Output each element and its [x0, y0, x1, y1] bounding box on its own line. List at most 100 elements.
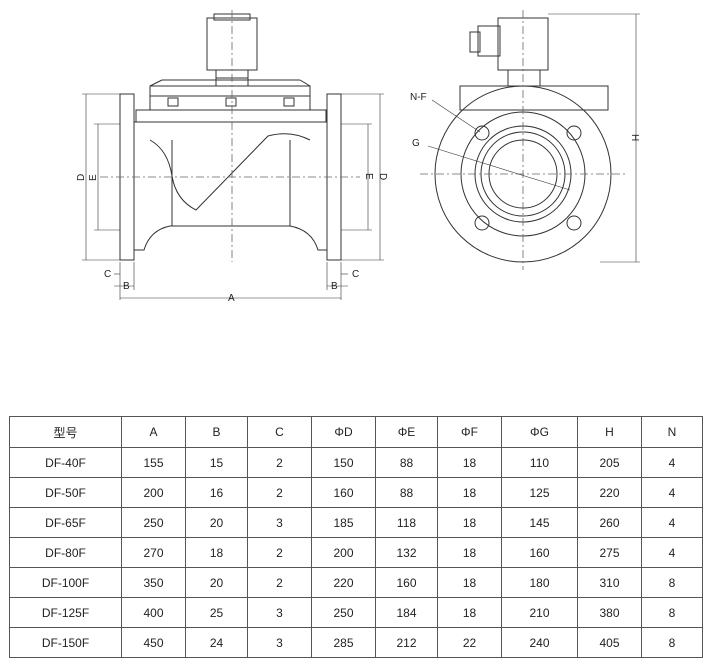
header-h: H	[577, 416, 642, 448]
table-cell: 145	[501, 507, 578, 538]
bolt-hole	[566, 125, 582, 141]
table-cell: 3	[247, 627, 312, 658]
label-d-left: D	[76, 174, 87, 181]
table-cell: 18	[437, 507, 502, 538]
model-cell: DF-40F	[9, 447, 122, 478]
table-cell: 160	[501, 537, 578, 568]
table-cell: 270	[121, 537, 186, 568]
header-n: N	[641, 416, 703, 448]
table-cell: 4	[641, 477, 703, 508]
valve-technical-drawing: D E E D C B C B A N-F G H	[76, 10, 640, 304]
table-cell: 8	[641, 597, 703, 628]
header-b: B	[185, 416, 248, 448]
header-g: ΦG	[501, 416, 578, 448]
side-view	[420, 10, 640, 270]
label-c-left: C	[104, 269, 111, 280]
bolt-hole	[474, 125, 490, 141]
model-cell: DF-150F	[9, 627, 122, 658]
table-cell: 250	[121, 507, 186, 538]
table-cell: 2	[247, 477, 312, 508]
table-cell: 400	[121, 597, 186, 628]
table-cell: 350	[121, 567, 186, 598]
model-cell: DF-65F	[9, 507, 122, 538]
label-h: H	[629, 134, 640, 141]
table-cell: 118	[375, 507, 438, 538]
table-cell: 3	[247, 597, 312, 628]
table-cell: 2	[247, 447, 312, 478]
table-cell: 24	[185, 627, 248, 658]
header-c: C	[247, 416, 312, 448]
table-cell: 310	[577, 567, 642, 598]
table-cell: 8	[641, 627, 703, 658]
table-cell: 405	[577, 627, 642, 658]
table-cell: 160	[375, 567, 438, 598]
table-cell: 180	[501, 567, 578, 598]
table-cell: 2	[247, 567, 312, 598]
label-e-right: E	[363, 173, 374, 180]
table-cell: 450	[121, 627, 186, 658]
header-model: 型号	[9, 416, 122, 448]
label-b-right: B	[331, 281, 338, 292]
bolt-hole	[474, 215, 490, 231]
table-cell: 110	[501, 447, 578, 478]
table-cell: 160	[311, 477, 376, 508]
table-cell: 3	[247, 507, 312, 538]
header-a: A	[121, 416, 186, 448]
table-cell: 240	[501, 627, 578, 658]
table-cell: 88	[375, 447, 438, 478]
table-cell: 4	[641, 507, 703, 538]
front-view	[82, 10, 384, 300]
table-cell: 285	[311, 627, 376, 658]
table-cell: 18	[437, 567, 502, 598]
label-d-right: D	[377, 173, 388, 180]
table-cell: 20	[185, 507, 248, 538]
model-cell: DF-80F	[9, 537, 122, 568]
table-cell: 4	[641, 447, 703, 478]
label-c-right: C	[352, 269, 359, 280]
model-cell: DF-100F	[9, 567, 122, 598]
valve-body	[133, 121, 328, 251]
table-cell: 184	[375, 597, 438, 628]
table-cell: 88	[375, 477, 438, 508]
table-cell: 22	[437, 627, 502, 658]
table-cell: 4	[641, 537, 703, 568]
label-a: A	[228, 293, 235, 304]
table-cell: 8	[641, 567, 703, 598]
table-cell: 132	[375, 537, 438, 568]
table-cell: 155	[121, 447, 186, 478]
table-cell: 185	[311, 507, 376, 538]
table-cell: 250	[311, 597, 376, 628]
table-cell: 15	[185, 447, 248, 478]
label-nf: N-F	[410, 92, 427, 103]
table-cell: 210	[501, 597, 578, 628]
table-cell: 200	[121, 477, 186, 508]
table-cell: 205	[577, 447, 642, 478]
table-cell: 220	[311, 567, 376, 598]
table-cell: 25	[185, 597, 248, 628]
label-g: G	[412, 138, 420, 149]
table-cell: 18	[437, 597, 502, 628]
table-cell: 125	[501, 477, 578, 508]
table-cell: 275	[577, 537, 642, 568]
header-d: ΦD	[311, 416, 376, 448]
table-cell: 18	[437, 477, 502, 508]
table-cell: 220	[577, 477, 642, 508]
table-cell: 18	[185, 537, 248, 568]
table-cell: 150	[311, 447, 376, 478]
label-b-left: B	[123, 281, 130, 292]
table-header-row: 型号 A B C ΦD ΦE ΦF ΦG H N	[9, 416, 703, 448]
label-e-left: E	[88, 174, 99, 181]
bolt-hole	[566, 215, 582, 231]
table-cell: 380	[577, 597, 642, 628]
table-cell: 20	[185, 567, 248, 598]
table-cell: 2	[247, 537, 312, 568]
